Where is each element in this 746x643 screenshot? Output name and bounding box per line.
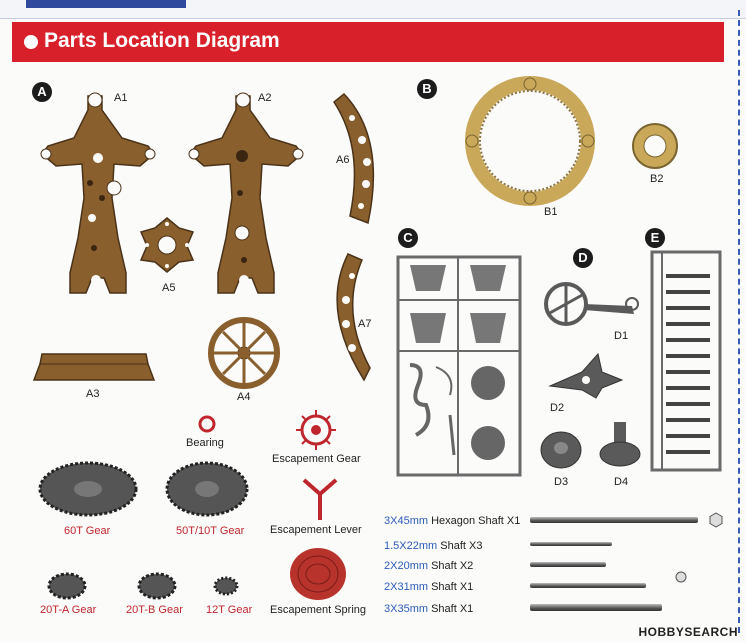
label-a4: A4: [237, 391, 251, 403]
label-a5: A5: [162, 282, 176, 294]
part-a1-frame: [40, 92, 156, 294]
shaft-3x35: [530, 604, 662, 611]
part-a2-frame: [188, 92, 304, 294]
label-a7: A7: [358, 318, 372, 330]
gear-20t-a: [47, 572, 87, 600]
section-badge-c: C: [398, 228, 418, 248]
label-gear-60t: 60T Gear: [64, 525, 111, 537]
part-b2-ring: [632, 123, 678, 169]
shaft-label-3: 2X31mm Shaft X1: [384, 581, 474, 593]
shaft-2x20: [530, 562, 606, 567]
label-d1: D1: [614, 330, 629, 342]
shaft-label-0: 3X45mm Hexagon Shaft X1: [384, 515, 521, 527]
label-gear-20t-a: 20T-A Gear: [40, 604, 97, 616]
part-a7-arc: [336, 253, 371, 382]
label-escapement-gear: Escapement Gear: [272, 453, 361, 465]
top-tab: [26, 0, 186, 8]
section-badge-d: D: [573, 248, 593, 268]
label-d2: D2: [550, 402, 565, 414]
section-badge-a: A: [32, 82, 52, 102]
escapement-lever: [302, 478, 338, 520]
section-badge-e: E: [645, 228, 665, 248]
shaft-1-5x22: [530, 542, 612, 546]
dashed-border: [738, 10, 740, 633]
hex-end-icon: [709, 512, 723, 528]
label-a1: A1: [114, 92, 128, 104]
part-d3-disc: [540, 431, 582, 469]
part-a4-wheel: [208, 317, 280, 389]
shaft-label-1: 1.5X22mm Shaft X3: [384, 540, 483, 552]
gear-20t-b: [137, 572, 177, 600]
shaft-end-icon: [675, 571, 687, 583]
shaft-label-2: 2X20mm Shaft X2: [384, 560, 474, 572]
page-top-frame: [0, 0, 746, 19]
label-bearing: Bearing: [186, 437, 224, 449]
label-d4: D4: [614, 476, 629, 488]
label-gear-12t: 12T Gear: [206, 604, 253, 616]
label-gear-20t-b: 20T-B Gear: [126, 604, 183, 616]
part-d2-plate: [548, 352, 624, 399]
part-b1-ring: [465, 76, 595, 206]
label-b1: B1: [544, 206, 558, 218]
label-a3: A3: [86, 388, 100, 400]
shaft-label-4: 3X35mm Shaft X1: [384, 603, 474, 615]
part-d4-stand: [599, 422, 641, 467]
label-d3: D3: [554, 476, 569, 488]
part-d1-anchor: [544, 282, 639, 326]
label-a6: A6: [336, 154, 350, 166]
section-badge-b: B: [417, 79, 437, 99]
page-title: Parts Location Diagram: [44, 29, 280, 52]
label-escapement-spring: Escapement Spring: [270, 604, 366, 616]
gear-60t: [38, 461, 138, 517]
part-a3-base: [32, 353, 156, 381]
shaft-2x31: [530, 583, 646, 588]
label-escapement-lever: Escapement Lever: [270, 524, 362, 536]
watermark: HOBBYSEARCH: [638, 625, 738, 639]
gear-50t-10t: [165, 461, 249, 517]
bearing-ring: [198, 415, 216, 433]
part-a6-arc: [333, 92, 375, 225]
gear-12t: [213, 576, 239, 596]
bullet-icon: [24, 35, 38, 49]
label-gear-50t-10t: 50T/10T Gear: [176, 525, 245, 537]
part-a5-bracket: [139, 217, 195, 273]
hexagon-shaft: [530, 517, 698, 523]
escapement-gear: [296, 410, 336, 450]
label-b2: B2: [650, 173, 664, 185]
section-banner: Parts Location Diagram: [12, 22, 724, 62]
part-e-sprue: [650, 250, 722, 472]
label-a2: A2: [258, 92, 272, 104]
part-c-sprue: [396, 255, 522, 477]
escapement-spring: [290, 548, 346, 600]
